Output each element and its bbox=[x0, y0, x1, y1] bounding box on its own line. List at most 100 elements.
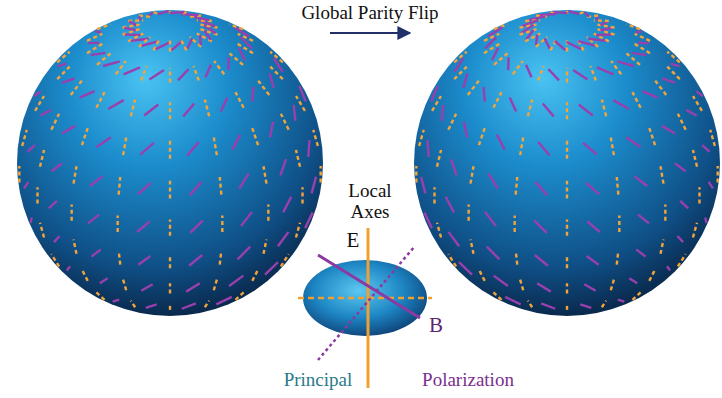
axis-caption: Polarization bbox=[406, 368, 530, 392]
b-mode-mark bbox=[186, 283, 200, 291]
b-mode-mark bbox=[170, 12, 185, 13]
b-mode-mark bbox=[88, 215, 99, 224]
e-mode-mark bbox=[611, 280, 614, 291]
axis-letter: B bbox=[424, 313, 448, 337]
e-mode-mark bbox=[649, 270, 655, 281]
e-mode-mark bbox=[660, 166, 663, 183]
e-mode-mark bbox=[566, 220, 568, 236]
e-mode-mark bbox=[520, 280, 523, 291]
e-mode-mark bbox=[494, 53, 508, 64]
e-mode-mark bbox=[678, 114, 686, 130]
b-mode-mark bbox=[555, 41, 565, 50]
b-mode-mark bbox=[635, 176, 648, 186]
e-mode-mark bbox=[319, 166, 321, 182]
e-mode-mark bbox=[270, 52, 283, 63]
e-mode-mark bbox=[635, 44, 650, 53]
b-mode-mark bbox=[27, 145, 34, 152]
b-mode-mark bbox=[51, 163, 62, 171]
e-mode-mark bbox=[281, 254, 289, 266]
b-mode-mark bbox=[239, 174, 248, 189]
e-mode-mark bbox=[181, 39, 187, 50]
e-mode-mark bbox=[169, 141, 171, 159]
e-mode-mark bbox=[519, 29, 536, 34]
b-mode-mark bbox=[662, 126, 675, 134]
b-mode-mark bbox=[229, 276, 243, 286]
e-mode-mark bbox=[220, 251, 222, 265]
e-mode-mark bbox=[36, 187, 38, 203]
e-mode-mark bbox=[123, 280, 126, 291]
b-mode-mark bbox=[221, 97, 228, 111]
e-mode-mark bbox=[655, 81, 666, 95]
b-mode-mark bbox=[686, 110, 696, 116]
e-mode-mark bbox=[493, 92, 501, 108]
b-mode-mark bbox=[446, 197, 454, 213]
b-mode-mark bbox=[680, 201, 688, 208]
b-mode-mark bbox=[62, 78, 75, 82]
e-mode-mark bbox=[520, 137, 523, 155]
e-mode-mark bbox=[230, 24, 244, 29]
b-mode-mark bbox=[100, 278, 108, 283]
e-mode-mark bbox=[263, 166, 266, 183]
e-mode-mark bbox=[471, 240, 474, 254]
b-mode-mark bbox=[702, 145, 709, 152]
e-mode-mark bbox=[169, 40, 171, 52]
e-mode-mark bbox=[513, 61, 523, 74]
e-mode-mark bbox=[139, 16, 150, 17]
b-mode-mark bbox=[569, 11, 579, 14]
e-mode-mark bbox=[513, 216, 515, 232]
b-mode-mark bbox=[488, 174, 497, 189]
e-mode-mark bbox=[296, 223, 300, 238]
e-mode-mark bbox=[18, 166, 20, 182]
b-mode-mark bbox=[596, 33, 612, 36]
b-mode-mark bbox=[541, 303, 555, 308]
b-mode-mark bbox=[543, 104, 554, 117]
b-mode-mark bbox=[54, 236, 60, 242]
b-mode-mark bbox=[535, 255, 548, 266]
b-mode-mark bbox=[454, 58, 463, 72]
e-mode-mark bbox=[664, 204, 666, 220]
b-mode-mark bbox=[696, 91, 702, 96]
b-mode-mark bbox=[187, 142, 198, 156]
b-mode-mark bbox=[141, 284, 152, 290]
e-mode-mark bbox=[267, 204, 269, 220]
b-mode-mark bbox=[178, 69, 189, 80]
b-mode-mark bbox=[534, 220, 547, 232]
b-mode-mark bbox=[57, 64, 66, 67]
b-mode-mark bbox=[705, 217, 706, 223]
b-mode-mark bbox=[451, 159, 457, 175]
b-axis bbox=[318, 255, 420, 318]
b-mode-mark bbox=[535, 182, 547, 195]
b-mode-mark bbox=[448, 232, 459, 246]
b-mode-mark bbox=[108, 100, 124, 109]
b-mode-mark bbox=[158, 11, 168, 14]
e-mode-mark bbox=[448, 254, 456, 266]
b-mode-mark bbox=[464, 122, 467, 138]
b-mode-mark bbox=[144, 104, 158, 115]
b-mode-mark bbox=[183, 104, 194, 117]
b-mode-mark bbox=[138, 256, 150, 265]
e-mode-mark bbox=[22, 130, 27, 146]
e-mode-mark bbox=[693, 150, 697, 167]
b-mode-mark bbox=[283, 197, 291, 213]
b-mode-mark bbox=[67, 266, 70, 270]
e-mode-mark bbox=[516, 177, 518, 195]
b-mode-mark bbox=[463, 73, 467, 88]
e-mode-mark bbox=[131, 100, 135, 117]
axes-title: Local Axes bbox=[339, 180, 401, 222]
e-mode-mark bbox=[566, 68, 568, 83]
b-mode-mark bbox=[675, 163, 686, 171]
b-mode-mark bbox=[238, 247, 251, 260]
e-mode-mark bbox=[433, 187, 435, 203]
b-mode-mark bbox=[294, 105, 296, 121]
e-mode-mark bbox=[617, 251, 619, 265]
b-mode-mark bbox=[494, 276, 508, 286]
e-mode-mark bbox=[169, 304, 171, 310]
b-mode-mark bbox=[709, 182, 713, 188]
e-mode-mark bbox=[193, 66, 198, 80]
e-mode-mark bbox=[40, 223, 44, 238]
e-mode-mark bbox=[153, 12, 159, 15]
b-mode-mark bbox=[636, 249, 645, 256]
e-mode-mark bbox=[205, 100, 209, 117]
axis-letter: E bbox=[341, 228, 365, 252]
